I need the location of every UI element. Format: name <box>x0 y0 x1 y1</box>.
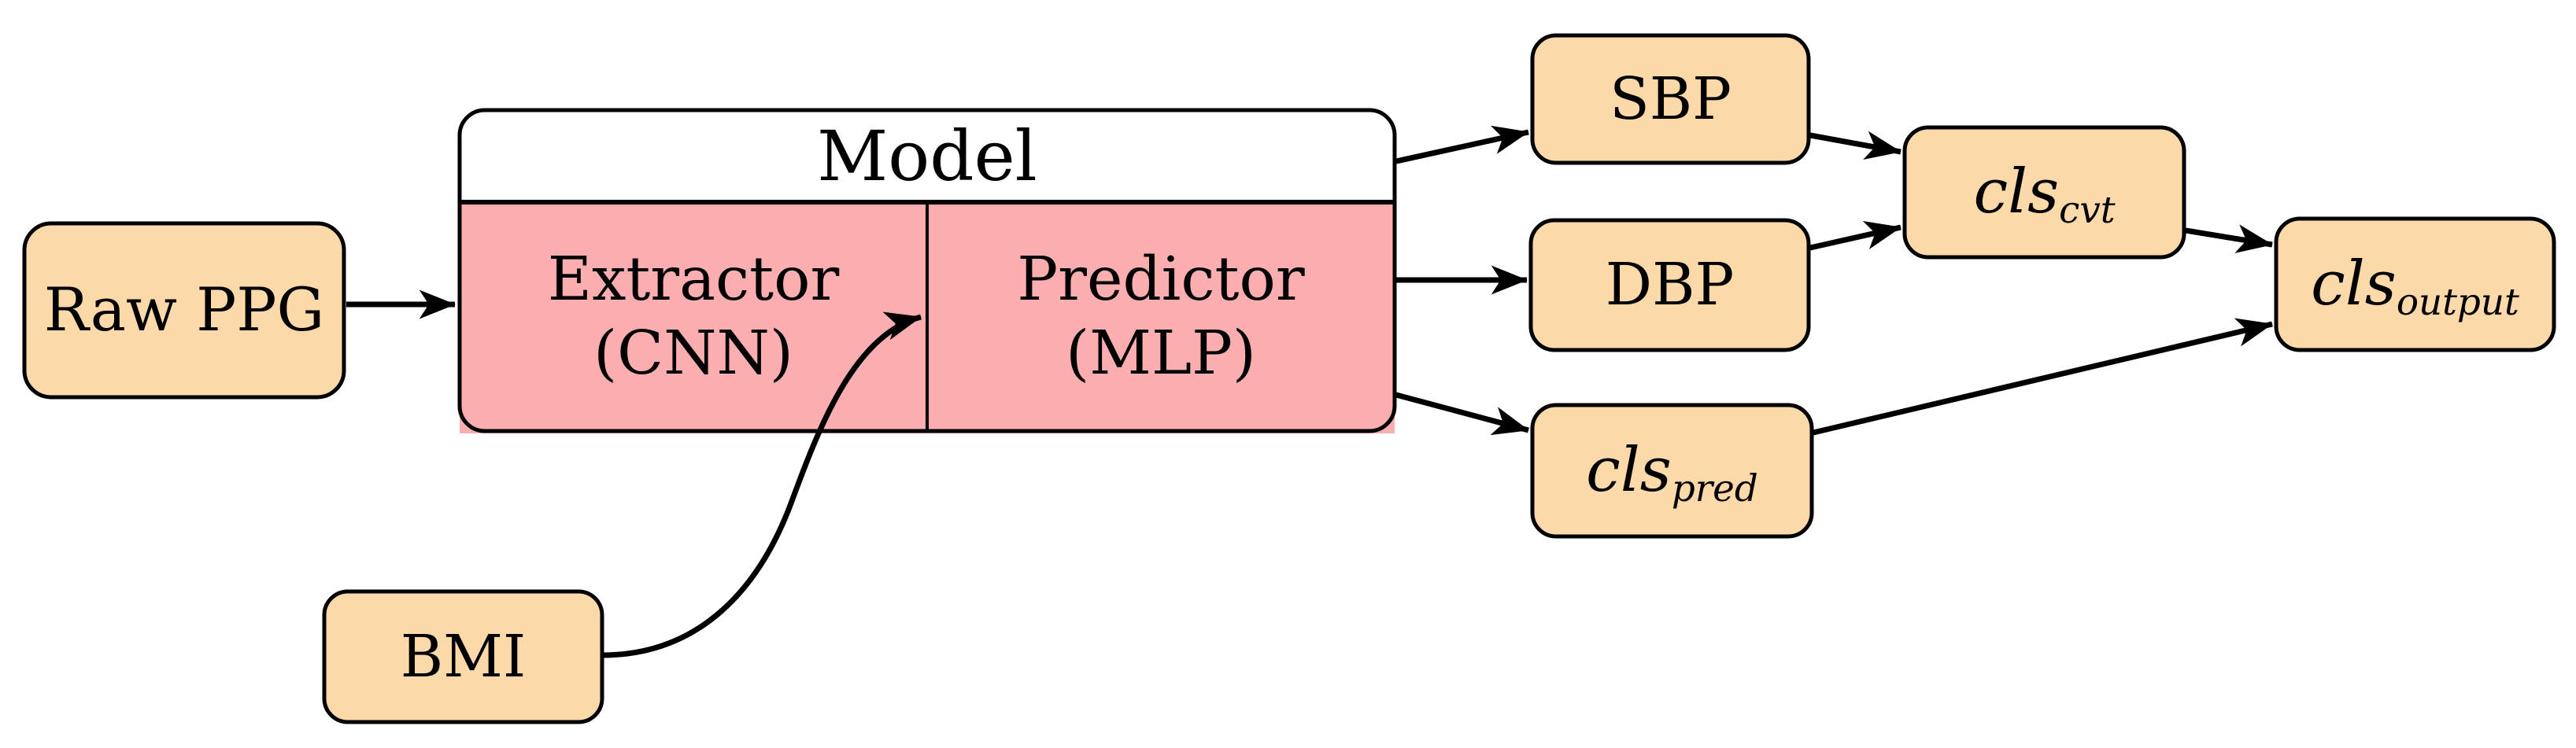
arrow-sbp-to-clscvt <box>1809 131 1902 160</box>
node-bmi <box>322 589 604 724</box>
node-raw-ppg <box>22 221 346 400</box>
node-dbp <box>1528 218 1811 352</box>
node-model <box>457 108 1397 433</box>
model-border <box>457 108 1397 433</box>
arrow-clscvt-to-clsoutput <box>2185 224 2273 253</box>
arrows-layer <box>346 125 2273 658</box>
node-cls-output <box>2274 216 2556 352</box>
arrow-model-to-clspred <box>1395 392 1529 436</box>
arrow-bmi-to-predictor <box>601 311 922 658</box>
node-cls-pred <box>1530 403 1814 539</box>
arrow-dbp-to-clscvt <box>1809 220 1902 251</box>
arrow-model-to-sbp <box>1395 125 1529 164</box>
node-sbp <box>1530 33 1811 165</box>
node-cls-cvt <box>1902 125 2186 260</box>
arrow-clspred-to-clsoutput <box>1813 318 2273 436</box>
